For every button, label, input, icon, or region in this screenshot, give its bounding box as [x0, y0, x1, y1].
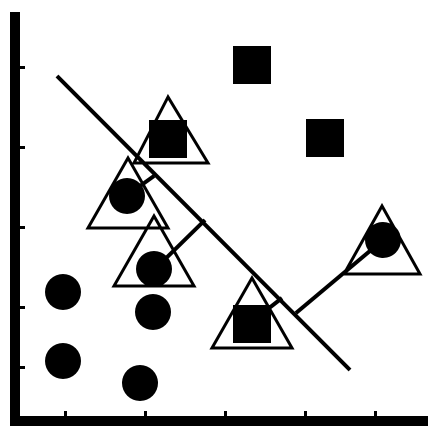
y-axis: [10, 12, 20, 426]
support-vector-triangle: [209, 274, 295, 350]
x-tick: [374, 411, 377, 416]
y-tick: [20, 66, 25, 69]
circle-point: [45, 343, 81, 379]
circle-point: [136, 251, 172, 287]
support-vector-triangle: [85, 154, 171, 230]
x-tick: [224, 411, 227, 416]
square-point: [233, 305, 271, 343]
y-tick: [20, 226, 25, 229]
square-point: [306, 119, 344, 157]
circle-point: [109, 178, 145, 214]
circle-points: [45, 178, 401, 401]
square-point: [149, 120, 187, 158]
circle-point: [122, 365, 158, 401]
margin-connector: [294, 238, 385, 315]
circle-point: [365, 222, 401, 258]
x-tick: [144, 411, 147, 416]
square-points: [149, 46, 344, 343]
circle-point: [135, 294, 171, 330]
square-point: [233, 46, 271, 84]
x-tick: [64, 411, 67, 416]
axes: [10, 12, 428, 426]
axis-ticks: [20, 66, 377, 416]
x-axis: [10, 416, 428, 426]
y-tick: [20, 146, 25, 149]
x-tick: [304, 411, 307, 416]
circle-point: [45, 274, 81, 310]
y-tick: [20, 366, 25, 369]
y-tick: [20, 306, 25, 309]
